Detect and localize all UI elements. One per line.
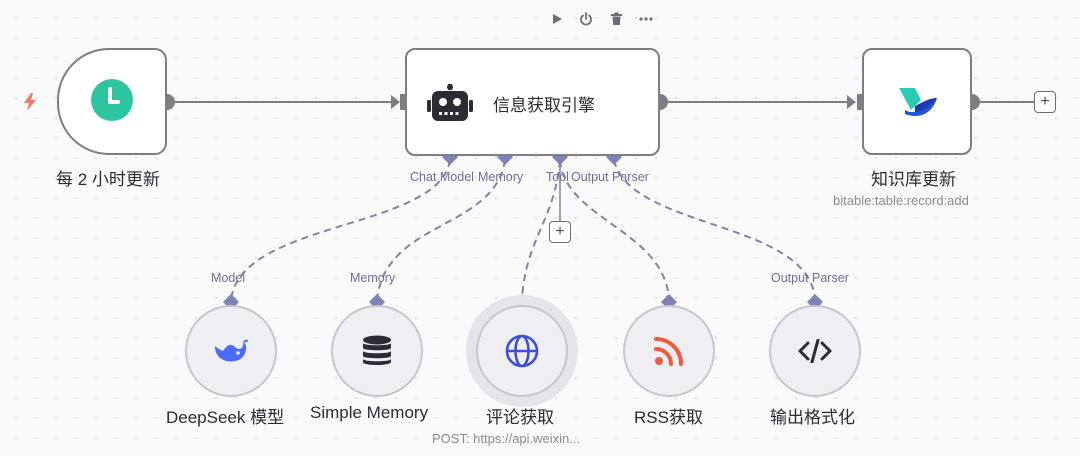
sub-port-label-output-parser: Output Parser bbox=[771, 271, 849, 285]
port-label-tool: Tool bbox=[546, 170, 569, 184]
rss-fetch-node[interactable] bbox=[623, 305, 715, 397]
agent-input-port[interactable] bbox=[400, 94, 407, 110]
deactivate-node-button[interactable] bbox=[578, 11, 594, 27]
run-node-button[interactable] bbox=[549, 11, 565, 27]
comments-fetch-subtitle: POST: https://api.weixin... bbox=[432, 431, 581, 446]
add-next-node-button[interactable]: + bbox=[1034, 91, 1056, 113]
delete-node-button[interactable] bbox=[608, 11, 624, 27]
trigger-node-label: 每 2 小时更新 bbox=[56, 170, 160, 189]
add-tool-button[interactable]: + bbox=[549, 221, 571, 243]
sub-port-label-memory: Memory bbox=[350, 271, 396, 285]
deepseek-model-label: DeepSeek 模型 bbox=[166, 408, 285, 427]
clock-icon bbox=[91, 79, 133, 121]
comments-fetch-label: 评论获取 bbox=[486, 408, 554, 427]
connection-output-parser[interactable] bbox=[613, 159, 816, 301]
robot-icon bbox=[427, 84, 473, 121]
agent-node-title: 信息获取引擎 bbox=[493, 96, 595, 115]
deepseek-model-node[interactable] bbox=[185, 305, 277, 397]
simple-memory-label: Simple Memory bbox=[310, 403, 429, 422]
globe-icon bbox=[505, 334, 539, 368]
port-label-memory: Memory bbox=[478, 170, 524, 184]
power-icon bbox=[580, 12, 592, 26]
knowledge-base-subtitle: bitable:table:record:add bbox=[833, 193, 969, 208]
play-icon bbox=[553, 14, 562, 24]
code-icon bbox=[798, 339, 832, 363]
connection-model[interactable] bbox=[230, 159, 451, 301]
trigger-bolt-icon bbox=[24, 93, 36, 111]
sub-port-label-model: Model bbox=[211, 271, 246, 285]
more-options-button[interactable] bbox=[638, 11, 654, 27]
knowledge-base-node[interactable] bbox=[862, 48, 972, 155]
trash-icon bbox=[610, 12, 622, 25]
output-formatter-label: 输出格式化 bbox=[770, 408, 855, 427]
database-icon bbox=[363, 335, 391, 365]
connection-tool-comments[interactable] bbox=[521, 159, 561, 301]
knowledge-base-label: 知识库更新 bbox=[871, 170, 956, 189]
deepseek-whale-icon bbox=[215, 339, 248, 362]
more-icon bbox=[639, 17, 653, 21]
rss-icon bbox=[654, 337, 683, 366]
port-label-chat-model: Chat Model bbox=[410, 170, 474, 184]
feishu-bitable-icon bbox=[899, 88, 937, 117]
output-formatter-node[interactable] bbox=[769, 305, 861, 397]
simple-memory-node[interactable] bbox=[331, 305, 423, 397]
rss-fetch-label: RSS获取 bbox=[634, 408, 703, 427]
trigger-node[interactable] bbox=[57, 48, 167, 155]
port-label-output-parser: Output Parser bbox=[571, 170, 649, 184]
kb-input-port[interactable] bbox=[857, 94, 864, 110]
connection-memory[interactable] bbox=[376, 159, 506, 301]
connection-tool-rss[interactable] bbox=[559, 159, 670, 301]
comments-fetch-node[interactable] bbox=[476, 305, 568, 397]
